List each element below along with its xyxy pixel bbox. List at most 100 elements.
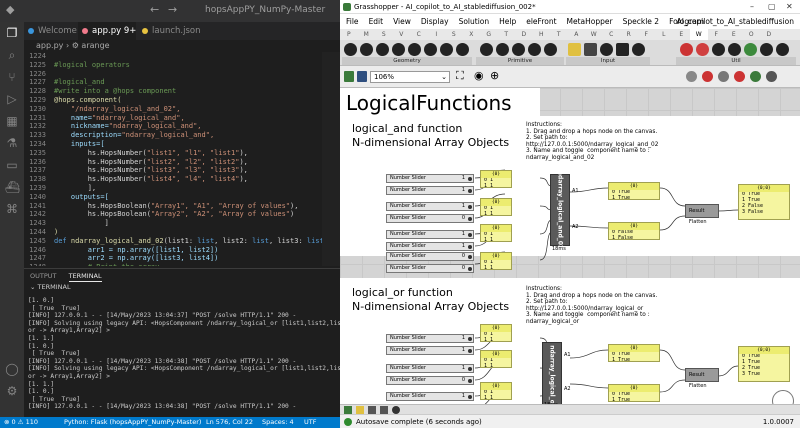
slider-grip[interactable] bbox=[468, 395, 472, 399]
maximize-icon[interactable]: ▢ bbox=[768, 2, 776, 11]
util-param-icon[interactable] bbox=[696, 43, 709, 56]
explorer-icon[interactable]: ❐ bbox=[6, 26, 18, 40]
component-tab[interactable]: G bbox=[486, 31, 492, 38]
output-port-a2[interactable]: A2 bbox=[572, 224, 579, 230]
minimap[interactable] bbox=[322, 52, 340, 266]
preview-shaded-icon[interactable] bbox=[702, 71, 713, 82]
component-tab[interactable]: V bbox=[399, 31, 404, 38]
ribbon-group-primitive[interactable]: Primitive bbox=[476, 57, 564, 65]
geometry-param-icon[interactable] bbox=[376, 43, 389, 56]
hops-component-or[interactable]: ndarray_logical_or bbox=[542, 342, 562, 410]
preview-selected-icon[interactable] bbox=[718, 71, 729, 82]
code-line[interactable]: 1224 bbox=[24, 52, 340, 61]
menu-item[interactable]: Edit bbox=[368, 17, 384, 26]
util-param-icon[interactable] bbox=[744, 43, 757, 56]
code-line[interactable]: 1231 name="ndarray_logical_and", bbox=[24, 114, 340, 123]
remote-explorer-icon[interactable]: ▭ bbox=[6, 158, 18, 172]
menu-item[interactable]: Speckle 2 bbox=[622, 17, 660, 26]
cursor-position-status[interactable]: Ln 576, Col 22 bbox=[206, 418, 254, 426]
ribbon-group-geometry[interactable]: Geometry bbox=[342, 57, 472, 65]
breadcrumb[interactable]: app.py › ⚙ arange bbox=[36, 41, 110, 50]
code-line[interactable]: 1229@hops.component( bbox=[24, 96, 340, 105]
component-tab[interactable]: C bbox=[416, 31, 421, 38]
hops-component-and[interactable]: ndarray_logical_and_02 bbox=[550, 171, 570, 249]
component-tab[interactable]: F bbox=[714, 31, 718, 38]
account-icon[interactable]: ◯ bbox=[5, 362, 19, 376]
code-line[interactable]: 1238 hs.HopsNumber("list4", "l4", "list4… bbox=[24, 175, 340, 184]
component-tab[interactable]: S bbox=[451, 31, 456, 38]
component-tab[interactable]: P bbox=[346, 31, 351, 38]
component-tab[interactable]: D bbox=[521, 31, 527, 38]
primitive-param-icon[interactable] bbox=[528, 43, 541, 56]
primitive-param-icon[interactable] bbox=[544, 43, 557, 56]
input-slider-icon[interactable] bbox=[568, 43, 581, 56]
geometry-param-icon[interactable] bbox=[392, 43, 405, 56]
slider-grip[interactable] bbox=[468, 337, 472, 341]
sketch-icon[interactable]: ⛶ bbox=[456, 69, 464, 82]
slider-grip[interactable] bbox=[468, 205, 472, 209]
output-port-a1[interactable]: A1 bbox=[564, 352, 571, 358]
slider-grip[interactable] bbox=[468, 267, 472, 271]
geometry-param-icon[interactable] bbox=[408, 43, 421, 56]
slider-grip[interactable] bbox=[468, 189, 472, 193]
geometry-param-icon[interactable] bbox=[440, 43, 453, 56]
slider-grip[interactable] bbox=[468, 245, 472, 249]
gh-canvas[interactable]: LogicalFunctions logical_and function N-… bbox=[340, 88, 800, 414]
preview-wire-icon[interactable] bbox=[686, 71, 697, 82]
code-line[interactable]: 1244) bbox=[24, 228, 340, 237]
toolbar-icon[interactable] bbox=[344, 406, 352, 414]
output-port-a2[interactable]: A2 bbox=[564, 386, 571, 392]
code-line[interactable]: 1246 arr1 = np.array([list1, list2]) bbox=[24, 246, 340, 255]
geometry-param-icon[interactable] bbox=[344, 43, 357, 56]
menu-item[interactable]: File bbox=[346, 17, 359, 26]
util-param-icon[interactable] bbox=[760, 43, 773, 56]
code-line[interactable]: 1242 hs.HopsBoolean("Array2", "A2", "Arr… bbox=[24, 210, 340, 219]
tab-welcome[interactable]: Welcome bbox=[24, 22, 77, 40]
component-tab[interactable]: E bbox=[679, 31, 684, 38]
code-line[interactable]: 1227#logical_and bbox=[24, 78, 340, 87]
flatten-component[interactable]: Result Flatten bbox=[685, 368, 719, 389]
open-file-icon[interactable] bbox=[344, 71, 354, 82]
code-line[interactable]: 1230 "/ndarray_logical_and_02", bbox=[24, 105, 340, 114]
zoom-select[interactable]: 106%⌄ bbox=[370, 71, 450, 83]
tab-output[interactable]: OUTPUT bbox=[30, 272, 57, 280]
preview-mode-icon[interactable]: ⊕ bbox=[490, 69, 500, 82]
indentation-status[interactable]: Spaces: 4 bbox=[262, 418, 294, 426]
util-param-icon[interactable] bbox=[712, 43, 725, 56]
util-param-icon[interactable] bbox=[776, 43, 789, 56]
save-file-icon[interactable] bbox=[357, 71, 367, 82]
component-tab[interactable]: R bbox=[626, 31, 631, 38]
util-param-icon[interactable] bbox=[728, 43, 741, 56]
menu-item[interactable]: Solution bbox=[458, 17, 490, 26]
docker-icon[interactable]: ⛴ bbox=[5, 180, 21, 194]
code-line[interactable]: 1236 hs.HopsNumber("list2", "l2", "list2… bbox=[24, 158, 340, 167]
input-panel-icon[interactable] bbox=[584, 43, 597, 56]
menu-item[interactable]: Display bbox=[420, 17, 449, 26]
component-tab[interactable]: I bbox=[435, 31, 438, 38]
code-line[interactable]: 1225#logical operators bbox=[24, 61, 340, 70]
code-line[interactable]: 1235 hs.HopsNumber("list1", "l1", "list1… bbox=[24, 149, 340, 158]
run-debug-icon[interactable]: ▷ bbox=[7, 92, 17, 106]
component-tab[interactable]: O bbox=[748, 31, 754, 38]
